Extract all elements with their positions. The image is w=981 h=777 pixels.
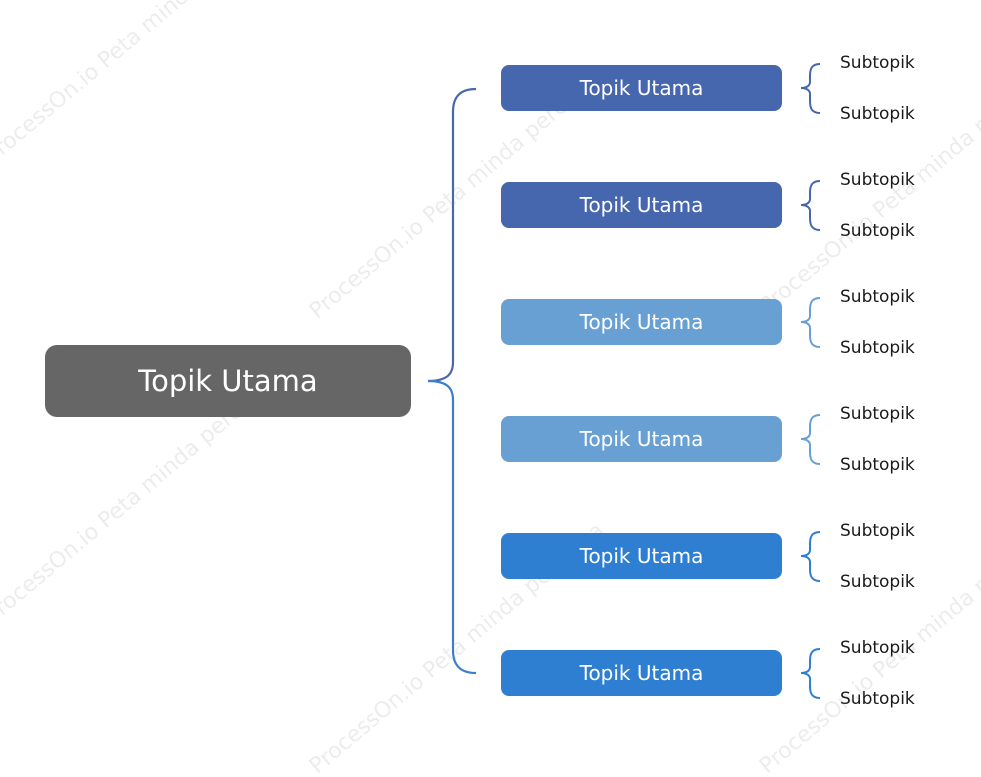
- main-topic-label: Topik Utama: [579, 193, 704, 217]
- main-topic-6[interactable]: Topik Utama: [501, 650, 782, 696]
- root-topic-label: Topik Utama: [138, 364, 318, 398]
- subtopic[interactable]: Subtopik: [840, 287, 915, 307]
- main-topic-5[interactable]: Topik Utama: [501, 533, 782, 579]
- subtopic-brace: [800, 180, 821, 231]
- subtopic-brace: [800, 531, 821, 582]
- subtopic[interactable]: Subtopik: [840, 170, 915, 190]
- subtopic[interactable]: Subtopik: [840, 404, 915, 424]
- main-topic-label: Topik Utama: [579, 661, 704, 685]
- subtopic-brace: [800, 63, 821, 114]
- root-topic[interactable]: Topik Utama: [45, 345, 411, 417]
- subtopic-braces: [800, 63, 821, 699]
- subtopic[interactable]: Subtopik: [840, 104, 915, 124]
- subtopic[interactable]: Subtopik: [840, 338, 915, 358]
- subtopic[interactable]: Subtopik: [840, 689, 915, 709]
- main-topic-2[interactable]: Topik Utama: [501, 182, 782, 228]
- subtopic-brace: [800, 297, 821, 348]
- main-topic-label: Topik Utama: [579, 76, 704, 100]
- subtopic-brace: [800, 414, 821, 465]
- main-topic-label: Topik Utama: [579, 544, 704, 568]
- subtopic-brace: [800, 648, 821, 699]
- subtopic[interactable]: Subtopik: [840, 221, 915, 241]
- subtopic[interactable]: Subtopik: [840, 572, 915, 592]
- main-topic-3[interactable]: Topik Utama: [501, 299, 782, 345]
- main-topic-label: Topik Utama: [579, 310, 704, 334]
- main-topic-label: Topik Utama: [579, 427, 704, 451]
- subtopic[interactable]: Subtopik: [840, 521, 915, 541]
- main-topic-4[interactable]: Topik Utama: [501, 416, 782, 462]
- subtopic[interactable]: Subtopik: [840, 638, 915, 658]
- root-connector-upper: [427, 87, 477, 383]
- subtopic[interactable]: Subtopik: [840, 53, 915, 73]
- main-topic-1[interactable]: Topik Utama: [501, 65, 782, 111]
- subtopic[interactable]: Subtopik: [840, 455, 915, 475]
- root-connector-lower: [427, 379, 477, 675]
